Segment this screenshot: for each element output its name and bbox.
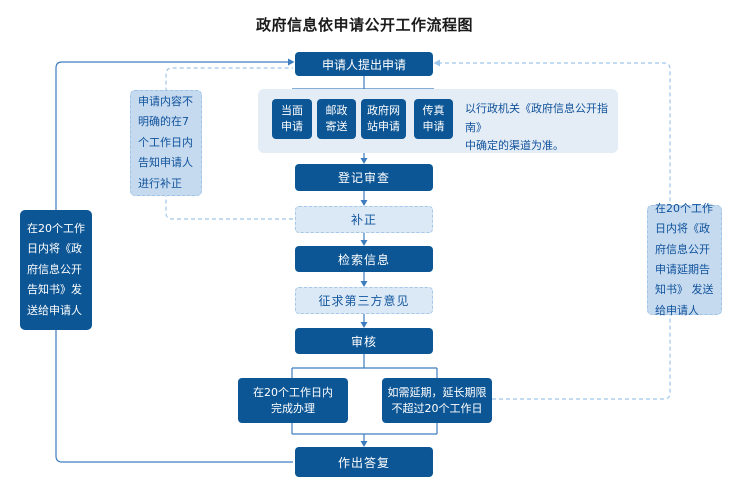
node-review: 审核 [295,328,433,354]
channel-postal-mail: 邮政 寄送 [317,99,356,139]
node-extension: 如需延期，延长期限 不超过20个工作日 [382,378,492,423]
node-third-party-opinion: 征求第三方意见 [295,287,433,314]
node-make-reply: 作出答复 [295,447,433,477]
note-send-extension-notice: 在20个工作日内将《政府信息公开申请延期告知书》 发送给申请人 [647,202,722,317]
channel-fax: 传真 申请 [414,99,453,139]
node-search-information: 检索信息 [295,246,433,272]
channel-in-person: 当面 申请 [272,99,312,139]
node-complete-20-days: 在20个工作日内 完成办理 [238,378,348,423]
channel-government-website: 政府网 站申请 [361,99,406,139]
note-unclear-supplement: 申请内容不明确的在7个工作日内告知申请人进行补正 [130,90,202,196]
node-supplement: 补正 [295,206,433,233]
node-submit-application: 申请人提出申请 [295,52,433,76]
note-send-disclosure-notice: 在20个工作日内将《政府信息公开告知书》发送给申请人 [20,210,92,330]
channels-note: 以行政机关《政府信息公开指南》 中确定的渠道为准。 [465,102,608,153]
page-title: 政府信息依申请公开工作流程图 [255,16,473,34]
node-register-review: 登记审查 [295,164,433,191]
